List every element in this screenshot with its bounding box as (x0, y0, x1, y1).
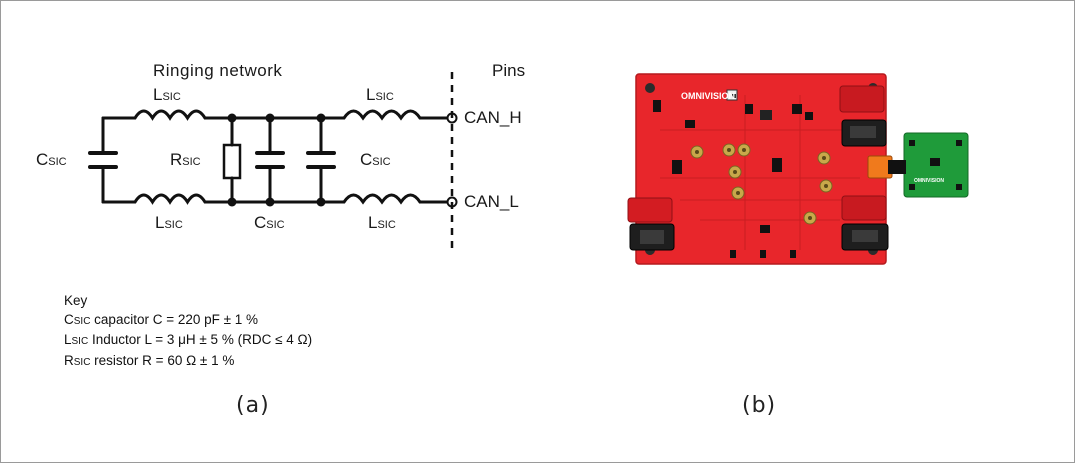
board-photo: OMNIVISION (627, 73, 893, 265)
label-csic-left: CSIC (36, 150, 67, 169)
small-board-photo: OMNIVISION (888, 132, 969, 198)
junction-dot (265, 197, 275, 207)
caption-b: (b) (742, 393, 777, 418)
junction-dot (316, 113, 326, 123)
key-line-capacitor: CSIC capacitor C = 220 pF ± 1 % (64, 311, 259, 327)
label-lsic-top-left: LSIC (153, 85, 181, 104)
inductor-bottom-right (342, 193, 422, 205)
resistor (222, 143, 242, 180)
label-csic-right: CSIC (360, 150, 391, 169)
capacitor-left (88, 151, 118, 169)
label-lsic-bottom-right: LSIC (368, 213, 396, 232)
ic-chip (772, 158, 782, 172)
junction-dot (265, 113, 275, 123)
capacitor-mid (255, 151, 285, 169)
pins-header: Pins (492, 61, 526, 80)
junction-dot (227, 113, 237, 123)
label-lsic-bottom-left: LSIC (155, 213, 183, 232)
jack-red-bottom (841, 195, 887, 221)
label-lsic-top-right: LSIC (366, 85, 394, 104)
junction-dot (316, 197, 326, 207)
inductor-bottom-left (133, 193, 207, 205)
jack-red-top (839, 85, 885, 113)
junction-dot (227, 197, 237, 207)
main-board (636, 74, 886, 264)
jack-red-left (627, 197, 673, 223)
inductor-top-right (342, 109, 422, 121)
board-traces (660, 95, 860, 250)
label-csic-bottom: CSIC (254, 213, 285, 232)
key-line-resistor: RSIC resistor R = 60 Ω ± 1 % (64, 352, 235, 368)
inductor-top-left (133, 109, 207, 121)
schematic-title: Ringing network (153, 61, 283, 80)
svg-text:OMNIVISION: OMNIVISION (914, 178, 944, 184)
pin-label-can-l: CAN_L (464, 192, 519, 211)
label-rsic: RSIC (170, 150, 201, 169)
capacitor-right (306, 151, 336, 169)
key-heading: Key (64, 293, 88, 308)
key-legend: Key CSIC capacitor C = 220 pF ± 1 % LSIC… (64, 292, 312, 372)
board-brand-text: OMNIVISION (681, 91, 735, 101)
small-board-connector (888, 160, 906, 174)
caption-a: (a) (236, 393, 270, 418)
key-line-inductor: LSIC Inductor L = 3 μH ± 5 % (RDC ≤ 4 Ω) (64, 332, 313, 347)
pin-label-can-h: CAN_H (464, 108, 522, 127)
